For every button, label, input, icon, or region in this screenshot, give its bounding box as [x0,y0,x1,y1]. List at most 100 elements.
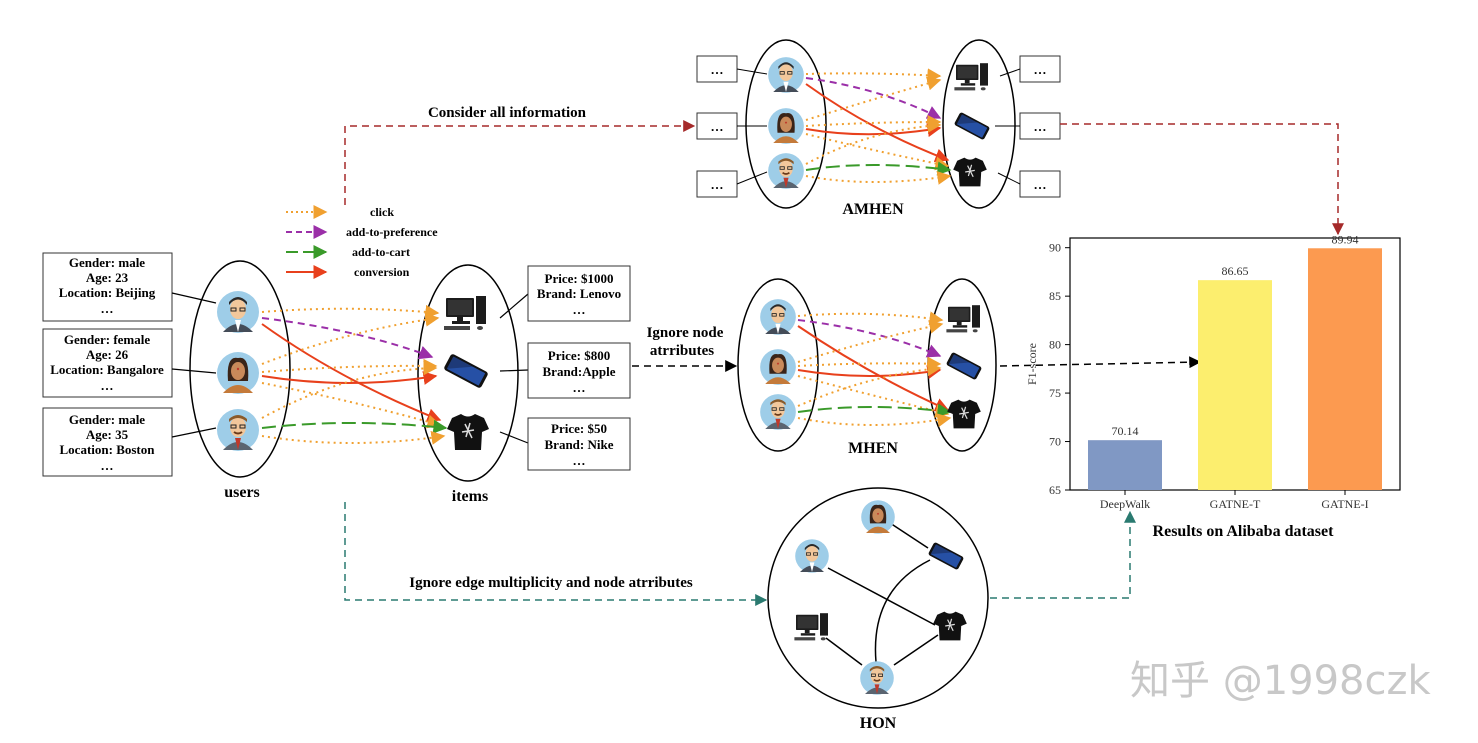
amhen-shirt-icon [952,156,988,187]
legend-conversion-label: conversion [354,265,410,279]
mhen-user-3 [759,393,797,431]
legend-cart-label: add-to-cart [352,245,410,259]
user-node-3 [216,408,260,452]
amhen-user-box-3: … [711,177,724,192]
item-phone-icon [443,353,489,389]
bar-gatne-i [1308,248,1382,490]
user-2-age: Age: 26 [86,347,129,362]
ignore-both-arrow [344,502,768,606]
user-attr-box-1: Gender: male Age: 23 Location: Beijing … [42,252,173,322]
ignore-both-label: Ignore edge multiplicity and node atrrib… [409,575,693,591]
items-title: items [452,488,488,505]
item-3-price: Price: $50 [551,421,607,436]
item-3-more: … [573,453,586,468]
amhen-user-3 [767,152,805,190]
bar-gatne-t [1198,280,1272,490]
mhen-phone-icon [945,351,983,381]
hon-user-male [794,538,830,574]
user-1-gender: Gender: male [69,255,145,270]
amhen-network: … … … … … … AMHEN [696,39,1061,218]
legend-click-label: click [370,205,394,219]
bar-value-label: 89.94 [1332,232,1359,246]
amhen-user-2 [768,108,804,144]
legend-preference-label: add-to-preference [346,225,438,239]
amhen-item-box-1: … [1034,62,1047,77]
user-attr-box-2: Gender: female Age: 26 Location: Bangalo… [42,328,173,398]
amhen-user-box-2: … [711,119,724,134]
item-3-brand: Brand: Nike [545,437,614,452]
item-2-brand: Brand:Apple [543,364,616,379]
hon-network: HON [767,487,989,732]
y-tick-label: 70 [1049,435,1061,449]
y-tick-label: 65 [1049,483,1061,497]
amhen-user-box-1: … [711,62,724,77]
user-2-more: … [101,378,114,393]
mhen-user-2 [760,349,796,385]
hon-user-female [861,500,895,534]
chart-title: Results on Alibaba dataset [1153,523,1335,540]
users-title: users [224,484,260,501]
user-3-location: Location: Boston [60,442,156,457]
legend: click add-to-preference add-to-cart conv… [286,205,438,279]
item-attr-box-3: Price: $50 Brand: Nike … [527,417,631,471]
item-1-price: Price: $1000 [545,271,614,286]
mhen-shirt-icon [946,399,982,429]
bar-value-label: 70.14 [1112,424,1139,438]
amhen-phone-icon [953,111,991,141]
flow-arrows: Consider all information Ignore node atr… [344,105,1344,606]
item-1-brand: Brand: Lenovo [537,286,621,301]
amhen-pc-icon [954,63,988,91]
mhen-network: MHEN [737,278,997,457]
consider-all-label: Consider all information [428,105,587,121]
item-pc-icon [444,296,486,330]
amhen-item-box-2: … [1034,119,1047,134]
ignore-attr-label-line1: Ignore node [647,325,724,341]
item-1-more: … [573,302,586,317]
user-node-2 [217,352,259,394]
mhen-title: MHEN [848,440,898,457]
watermark-text: 知乎 @1998czk [1130,658,1432,704]
user-1-age: Age: 23 [86,270,129,285]
user-2-gender: Gender: female [64,332,151,347]
user-3-gender: Gender: male [69,412,145,427]
results-chart: F1-score Results on Alibaba dataset 65 70… [1025,232,1401,540]
bar-value-label: 86.65 [1222,264,1249,278]
hon-title: HON [860,715,897,732]
mhen-user-1 [759,298,797,336]
user-3-more: … [101,458,114,473]
hon-pc-icon [794,613,828,641]
y-tick-label: 85 [1049,289,1061,303]
user-3-age: Age: 35 [86,427,129,442]
bar-deepwalk [1088,440,1162,490]
amhen-item-box-3: … [1034,177,1047,192]
y-tick-label: 90 [1049,241,1061,255]
user-2-location: Location: Bangalore [50,362,164,377]
amhen-title: AMHEN [842,201,904,218]
hon-to-chart-arrow [990,510,1136,599]
y-tick-label: 80 [1049,338,1061,352]
y-tick-label: 75 [1049,386,1061,400]
mhen-pc-icon [946,305,980,333]
items-ellipse [417,264,519,482]
consider-all-arrow [344,120,696,205]
main-network: Gender: male Age: 23 Location: Beijing …… [42,252,631,505]
x-tick-label: GATNE-T [1210,497,1261,511]
item-shirt-icon [446,413,490,451]
mhen-to-chart-arrow [999,356,1202,369]
user-attr-box-3: Gender: male Age: 35 Location: Boston … [42,407,173,477]
user-1-more: … [101,301,114,316]
hon-phone-icon [927,541,965,571]
amhen-user-1 [767,56,805,94]
chart-ylabel: F1-score [1025,343,1039,385]
x-tick-label: GATNE-I [1321,497,1368,511]
item-attr-box-2: Price: $800 Brand:Apple … [527,342,631,399]
item-2-price: Price: $800 [548,348,610,363]
hon-user-old [859,660,895,696]
item-2-more: … [573,380,586,395]
amhen-to-chart-arrow [1060,123,1344,236]
x-tick-label: DeepWalk [1100,497,1150,511]
ignore-attr-label-line2: atrributes [650,343,714,359]
item-attr-box-1: Price: $1000 Brand: Lenovo … [527,265,631,322]
